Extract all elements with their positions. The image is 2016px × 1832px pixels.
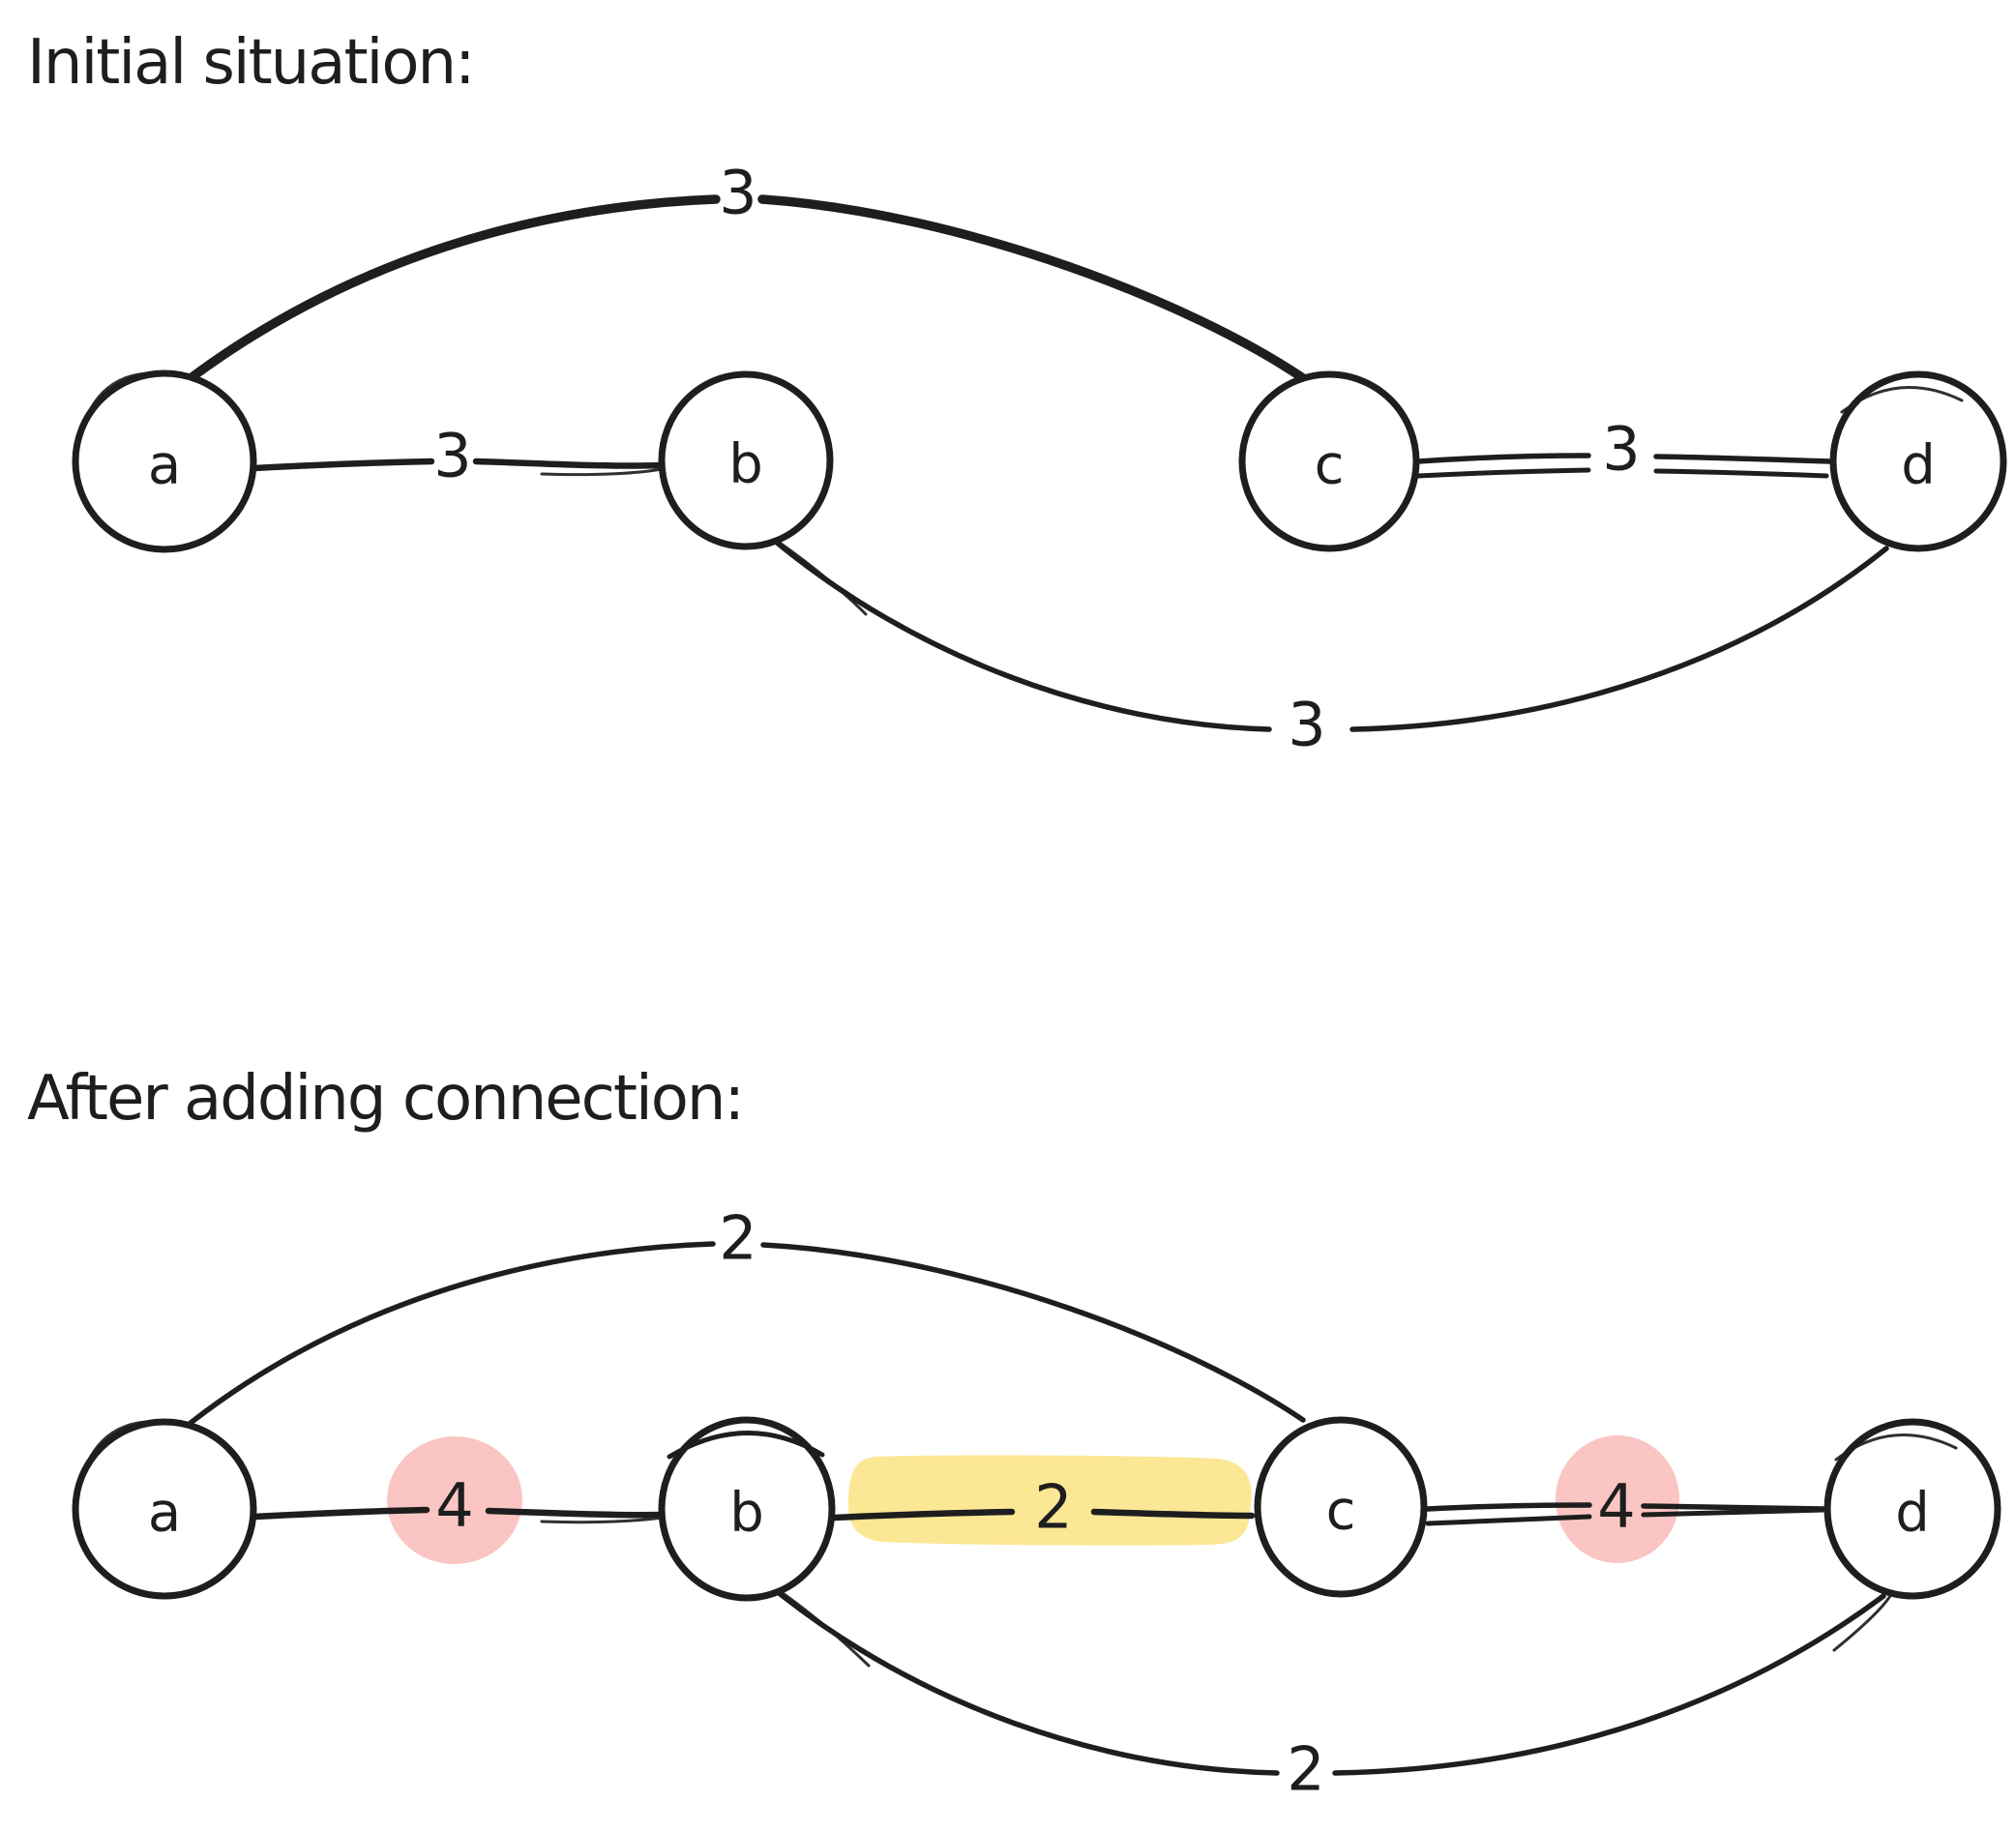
- edge-b-c-after-line-left: [831, 1508, 1016, 1522]
- edge-c-d-lower-left: [1415, 467, 1591, 479]
- edge-c-d-upper-right: [1653, 454, 1833, 464]
- edge-b-d-after-line-right: [1332, 1593, 1886, 1776]
- edge-c-d-after-lower-left: [1425, 1514, 1592, 1526]
- node-d-after: d: [1823, 1418, 2001, 1600]
- edge-b-c-after-line-right: [1090, 1508, 1256, 1520]
- highlight-pink-a-b: [387, 1435, 522, 1565]
- node-c-label: c: [1315, 434, 1345, 497]
- edge-a-b-after-line-left: [251, 1506, 430, 1521]
- node-a-after-label: a: [148, 1482, 181, 1545]
- edge-c-d-lower-right: [1653, 468, 1829, 479]
- edge-a-b-after: 4: [251, 1470, 667, 1541]
- node-d-after-label: d: [1895, 1482, 1930, 1545]
- edge-b-d-after-overdraw-d: [1832, 1594, 1892, 1652]
- edge-b-c-after: 2: [831, 1472, 1256, 1543]
- node-d-circle: [1829, 370, 2007, 552]
- edge-b-d-after-weight: 2: [1287, 1734, 1324, 1805]
- edge-a-b-line-right: [472, 458, 666, 469]
- node-c-after: c: [1254, 1416, 1428, 1598]
- section-title-after: After adding connection:: [27, 1063, 743, 1135]
- node-a-after-overdraw: [85, 1420, 164, 1465]
- graph-initial: Initial situation: 3 3 3 3: [27, 27, 2007, 760]
- edge-c-d-after-upper-left: [1425, 1502, 1592, 1512]
- node-a-after-circle: [72, 1418, 257, 1600]
- edge-b-d-after: 2: [774, 1586, 1892, 1805]
- edge-c-d-after-weight: 4: [1597, 1471, 1635, 1542]
- node-b-after-overdraw: [667, 1431, 825, 1460]
- edge-c-d-weight: 3: [1602, 414, 1640, 485]
- edge-a-b-weight: 3: [433, 421, 471, 491]
- edge-b-d-after-line-left: [775, 1589, 1280, 1776]
- edge-a-b-after-overdraw: [540, 1516, 665, 1524]
- node-a-overdraw: [85, 371, 164, 418]
- node-b-circle: [658, 370, 834, 550]
- edge-a-c-weight: 3: [719, 158, 756, 228]
- highlight-yellow-b-c: [847, 1455, 1252, 1546]
- node-d-after-circle: [1823, 1418, 2001, 1600]
- edge-a-b-line-left: [251, 458, 435, 472]
- edge-b-d-line-right: [1349, 546, 1889, 732]
- edge-b-c-after-weight: 2: [1034, 1472, 1072, 1543]
- node-b-after-circle: [658, 1416, 836, 1602]
- edge-a-b-overdraw: [540, 467, 664, 477]
- edge-a-c-line-left: [186, 194, 721, 383]
- edge-b-d-overdraw: [772, 537, 868, 616]
- node-b-label: b: [728, 433, 763, 496]
- node-b-after: b: [658, 1416, 836, 1602]
- edge-c-d-after: 4: [1425, 1471, 1827, 1542]
- edge-a-b: 3: [251, 421, 666, 491]
- section-title-initial: Initial situation:: [27, 27, 474, 99]
- edge-b-d-after-overdraw-b: [774, 1586, 871, 1668]
- edge-b-d-weight: 3: [1288, 690, 1325, 760]
- edge-c-d-after-lower-right: [1641, 1507, 1827, 1518]
- edge-c-d-upper-left: [1415, 453, 1591, 464]
- node-a: a: [72, 369, 257, 553]
- node-c-after-circle: [1254, 1416, 1428, 1598]
- node-c-after-label: c: [1326, 1480, 1356, 1543]
- node-a-label: a: [148, 434, 181, 497]
- node-d-after-overdraw: [1834, 1433, 1958, 1462]
- edge-b-d: 3: [772, 537, 1889, 760]
- node-d-label: d: [1901, 434, 1936, 497]
- node-d: d: [1829, 370, 2007, 552]
- node-a-after: a: [72, 1418, 257, 1600]
- node-c: c: [1238, 370, 1420, 552]
- edge-a-c-line-right: [757, 194, 1308, 383]
- edge-a-b-after-weight: 4: [435, 1470, 473, 1541]
- highlight-pink-c-d: [1555, 1435, 1680, 1563]
- edge-b-d-line-left: [773, 539, 1272, 732]
- node-b: b: [658, 370, 834, 550]
- edge-a-c-after-line-right: [760, 1242, 1306, 1423]
- node-d-overdraw: [1840, 386, 1964, 414]
- edge-a-c-after-line-left: [188, 1241, 716, 1426]
- edge-a-b-after-line-right: [485, 1507, 667, 1519]
- edge-a-c-after-weight: 2: [719, 1203, 756, 1274]
- edge-a-c-after: 2: [188, 1203, 1306, 1426]
- node-c-circle: [1238, 370, 1420, 552]
- edge-a-c: 3: [186, 158, 1308, 383]
- node-a-circle: [72, 369, 257, 553]
- graph-after: After adding connection: 2 4 2: [27, 1063, 2001, 1805]
- edge-c-d: 3: [1415, 414, 1833, 485]
- node-b-after-label: b: [729, 1482, 764, 1545]
